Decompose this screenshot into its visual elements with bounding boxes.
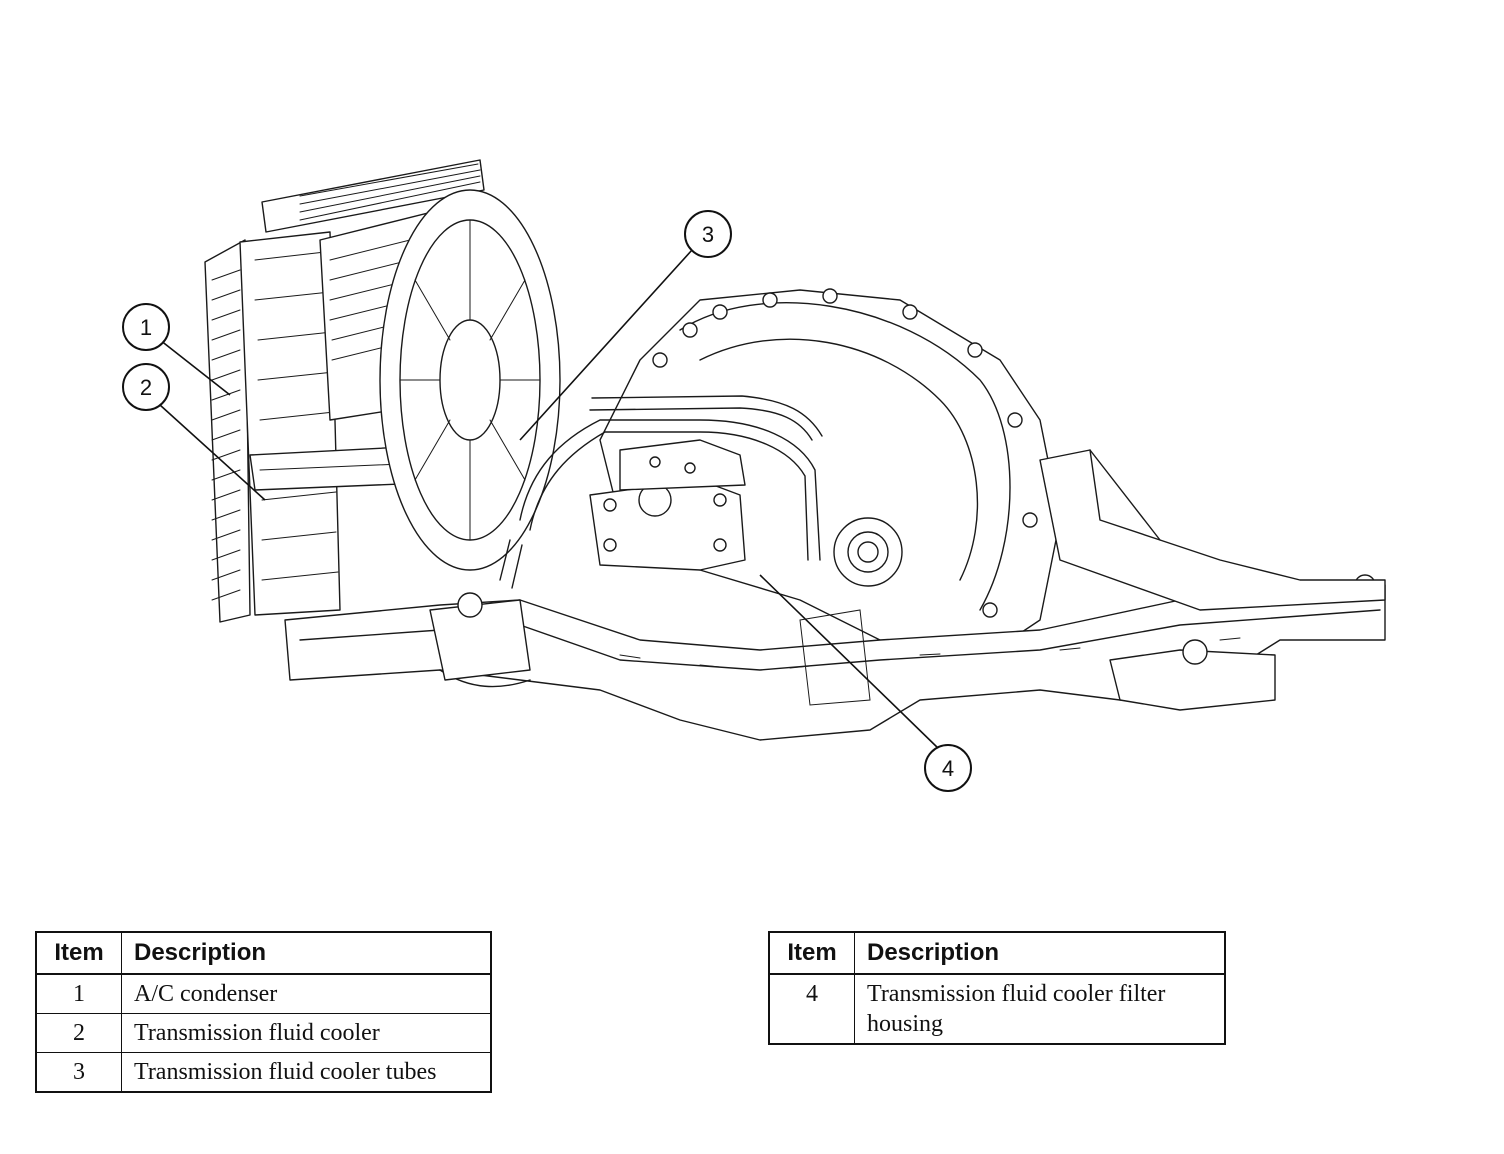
svg-text:1: 1 [140, 315, 152, 340]
item-description: Transmission fluid cooler [121, 1013, 492, 1053]
table-row: 1 A/C condenser [35, 973, 492, 1014]
item-description: Transmission fluid cooler tubes [121, 1052, 492, 1093]
svg-text:3: 3 [702, 222, 714, 247]
header-description: Description [854, 931, 1226, 975]
transmission-fluid-cooler-tubes [499, 395, 823, 589]
callout-2: 2 [122, 363, 170, 411]
leader-1 [159, 339, 231, 396]
table-row: 2 Transmission fluid cooler [35, 1013, 492, 1053]
callout-1: 1 [122, 303, 170, 351]
leader-2 [159, 404, 266, 501]
legend-table-left: Item Description 1 A/C condenser 2 Trans… [35, 931, 492, 1093]
callout-3: 3 [684, 210, 732, 258]
item-number: 4 [768, 973, 855, 1045]
subframe-crossmember [284, 449, 1386, 741]
item-number: 1 [35, 973, 122, 1014]
svg-text:4: 4 [942, 756, 954, 781]
header-description: Description [121, 931, 492, 975]
item-number: 2 [35, 1013, 122, 1053]
cooling-fan-shroud [379, 189, 561, 571]
cooler-filter-housing [589, 439, 746, 571]
svg-text:2: 2 [140, 375, 152, 400]
table-row: 3 Transmission fluid cooler tubes [35, 1052, 492, 1093]
callout-4: 4 [924, 744, 972, 792]
leader-4 [759, 574, 941, 751]
exploded-assembly-diagram: 1 2 3 4 [122, 159, 1386, 792]
transaxle-housing [599, 288, 1061, 661]
header-item: Item [768, 931, 855, 975]
leader-3 [519, 249, 693, 441]
ac-condenser-core [204, 239, 251, 623]
item-description: Transmission fluid cooler filter housing [854, 973, 1226, 1045]
callout-leaders [159, 249, 941, 751]
legend-table-right: Item Description 4 Transmission fluid co… [768, 931, 1226, 1045]
item-description: A/C condenser [121, 973, 492, 1014]
table-row: 4 Transmission fluid cooler filter housi… [768, 973, 1226, 1045]
item-number: 3 [35, 1052, 122, 1093]
header-item: Item [35, 931, 122, 975]
